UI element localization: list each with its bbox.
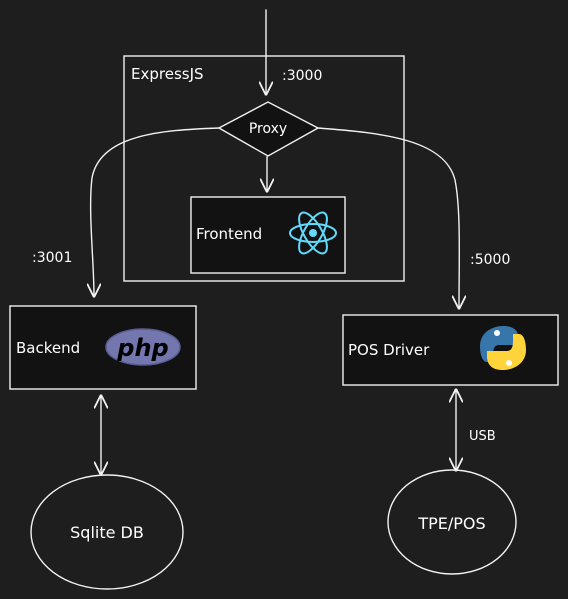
frontend-label: Frontend <box>196 225 262 243</box>
tpe-pos-label: TPE/POS <box>417 514 485 533</box>
backend-label: Backend <box>16 339 80 357</box>
proxy-to-backend-arrow: :3001 <box>32 127 220 296</box>
sqlite-db-label: Sqlite DB <box>70 523 144 542</box>
proxy-to-pos-driver-arrow: :5000 <box>317 127 510 308</box>
sqlite-db-node: Sqlite DB <box>30 474 184 590</box>
entry-arrow: :3000 <box>266 9 322 94</box>
backend-node: Backend php <box>9 305 197 390</box>
proxy-label: Proxy <box>249 121 287 137</box>
usb-label: USB <box>469 429 496 444</box>
port-3001-label: :3001 <box>32 250 72 266</box>
expressjs-title: ExpressJS <box>131 65 204 83</box>
pos-driver-node: POS Driver <box>342 314 559 386</box>
pos-driver-label: POS Driver <box>348 341 430 359</box>
php-icon: php <box>105 328 181 366</box>
frontend-node: Frontend <box>190 196 346 274</box>
expressjs-container: ExpressJS <box>123 55 405 282</box>
tpe-pos-node: TPE/POS <box>387 469 517 575</box>
port-5000-label: :5000 <box>470 252 510 268</box>
pos-driver-tpe-arrow: USB <box>456 390 496 470</box>
react-icon <box>289 211 337 255</box>
php-logo-text: php <box>116 334 168 362</box>
proxy-node: Proxy <box>217 101 320 157</box>
port-3000-label: :3000 <box>282 68 322 84</box>
python-icon <box>480 326 526 370</box>
